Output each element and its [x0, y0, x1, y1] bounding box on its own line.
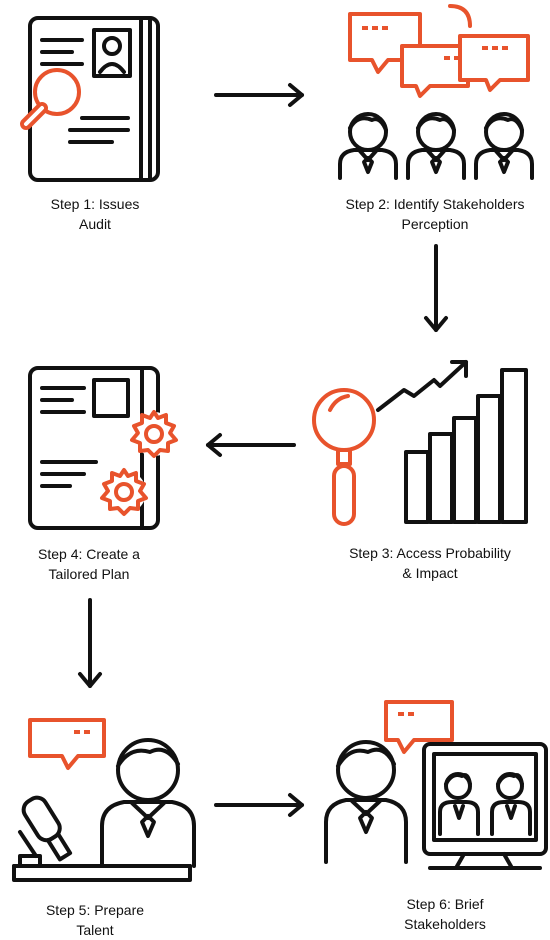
stakeholders-chat-icon	[338, 4, 534, 180]
step-2-title: Step 2: Identify Stakeholders	[345, 196, 525, 212]
gear-icon-lower	[100, 468, 148, 516]
step-1-label: Step 1: Issues Audit	[20, 194, 170, 234]
step-6-title: Step 6: Brief	[406, 896, 484, 912]
talent-microphone-icon	[12, 718, 196, 882]
arrow-step3-to-step4	[206, 433, 296, 457]
gear-icon-upper	[130, 410, 178, 458]
step-4-title: Step 4: Create a	[38, 546, 140, 562]
analysis-chart-icon	[312, 360, 528, 526]
video-conference-icon	[324, 700, 548, 870]
step-2-subtitle: Perception	[401, 216, 469, 232]
step-6-subtitle: Stakeholders	[404, 916, 486, 932]
arrow-step4-to-step5	[78, 598, 102, 688]
step-3-label: Step 3: Access Probability & Impact	[330, 543, 530, 583]
step-5-title: Step 5: Prepare	[45, 902, 145, 918]
step-3-subtitle: & Impact	[402, 565, 458, 581]
step-1-subtitle: Audit	[79, 216, 111, 232]
arrow-step1-to-step2	[214, 83, 304, 107]
document-gears-icon	[28, 366, 178, 530]
arrow-step5-to-step6	[214, 793, 304, 817]
step-4-subtitle: Tailored Plan	[48, 566, 130, 582]
step-6-label: Step 6: Brief Stakeholders	[380, 894, 510, 934]
step-5-label: Step 5: Prepare Talent	[20, 900, 170, 940]
arrow-step2-to-step3	[424, 244, 448, 332]
step-3-title: Step 3: Access Probability	[349, 545, 511, 561]
step-4-label: Step 4: Create a Tailored Plan	[14, 544, 164, 584]
step-5-subtitle: Talent	[76, 922, 114, 938]
step-1-title: Step 1: Issues	[50, 196, 140, 212]
step-2-label: Step 2: Identify Stakeholders Perception	[330, 194, 540, 234]
document-search-icon	[20, 16, 160, 182]
